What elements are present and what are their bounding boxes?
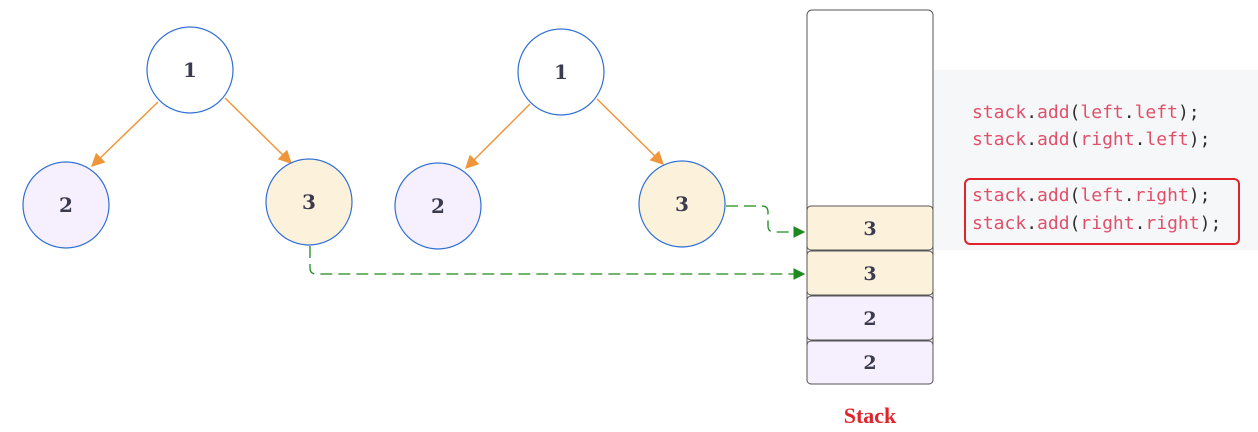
tree1-right-node: 3 bbox=[265, 158, 353, 246]
tree2-root-node: 1 bbox=[517, 28, 605, 116]
tree1-edge-root-left bbox=[91, 101, 159, 167]
node-label: 3 bbox=[302, 190, 316, 214]
code-line-3: stack.add(left.right); bbox=[972, 185, 1211, 206]
node-label: 1 bbox=[183, 58, 197, 82]
node-label: 3 bbox=[675, 192, 689, 216]
stack-slot-label: 3 bbox=[863, 218, 876, 240]
code-panel: stack.add(left.left); stack.add(right.le… bbox=[934, 70, 1258, 250]
push-arrow-tree1-right bbox=[309, 246, 806, 280]
stack-slot-1: 3 bbox=[806, 205, 934, 251]
node-label: 2 bbox=[431, 194, 445, 218]
code-line-2: stack.add(right.left); bbox=[972, 129, 1211, 150]
node-label: 1 bbox=[554, 60, 568, 84]
code-line-1: stack.add(left.left); bbox=[972, 102, 1200, 123]
stack-slot-4: 2 bbox=[806, 340, 934, 385]
stack-slot-label: 2 bbox=[863, 352, 876, 374]
code-highlight-box bbox=[964, 178, 1240, 245]
tree2-edge-root-right bbox=[596, 98, 664, 165]
code-line-4: stack.add(right.right); bbox=[972, 213, 1222, 234]
node-label: 2 bbox=[59, 193, 73, 217]
tree2-left-node: 2 bbox=[394, 162, 482, 250]
tree2-right-node: 3 bbox=[638, 160, 726, 248]
stack-caption: Stack bbox=[844, 403, 897, 428]
tree1-left-node: 2 bbox=[22, 161, 110, 249]
stack-slot-3: 2 bbox=[806, 295, 934, 341]
stack-slot-2: 3 bbox=[806, 250, 934, 296]
push-arrow-tree2-right bbox=[726, 205, 806, 238]
stack-slot-label: 3 bbox=[863, 263, 876, 285]
stack-slot-label: 2 bbox=[863, 308, 876, 330]
tree2-edge-root-left bbox=[465, 103, 531, 169]
tree1-root-node: 1 bbox=[146, 26, 234, 114]
tree1-edge-root-right bbox=[224, 97, 292, 164]
